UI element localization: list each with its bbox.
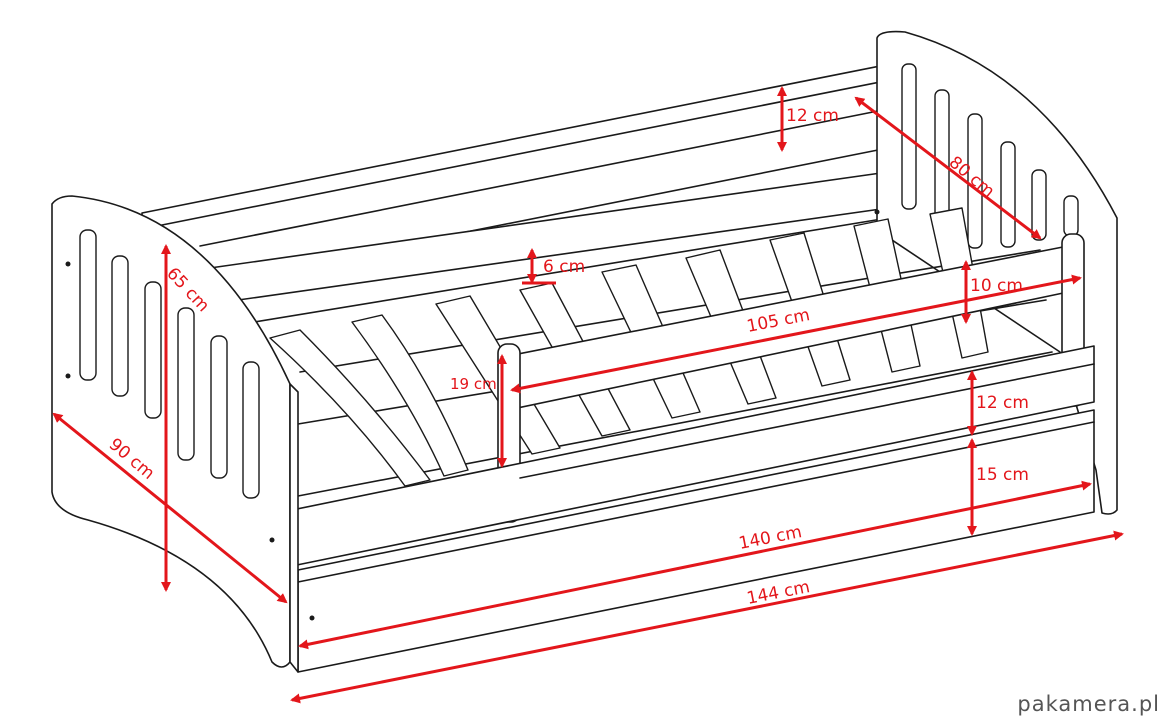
- dim-line-barrier-length: [510, 274, 1082, 394]
- label-drawer-height: 15 cm: [976, 465, 1029, 485]
- label-barrier-height: 10 cm: [970, 276, 1023, 296]
- watermark-logo: pakamera.pl: [1017, 692, 1160, 716]
- label-front-rail: 12 cm: [976, 393, 1029, 413]
- back-rails: [141, 63, 891, 327]
- label-barrier-post: 19 cm: [450, 375, 497, 393]
- dim-line-outer-length: [290, 530, 1124, 704]
- dim-line-headboard: [854, 96, 1042, 240]
- label-barrier-gap: 6 cm: [543, 257, 585, 277]
- label-back-rail: 12 cm: [786, 106, 839, 126]
- dim-line-depth: [52, 412, 288, 604]
- dimension-lines: [52, 86, 1124, 704]
